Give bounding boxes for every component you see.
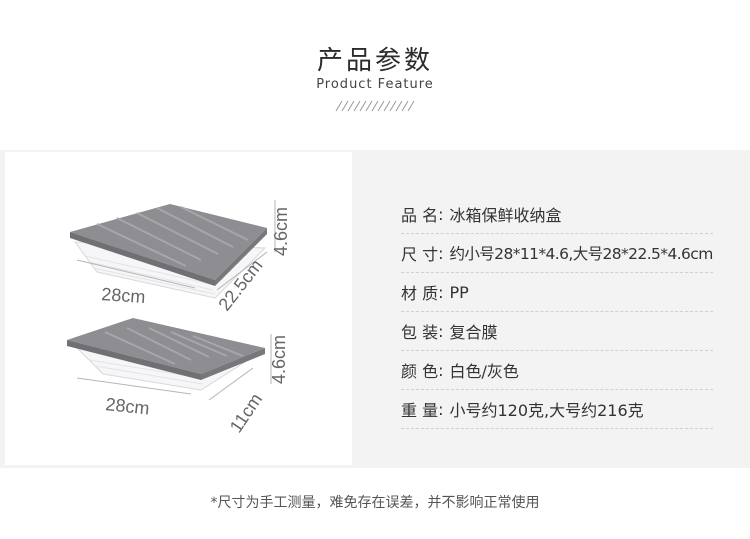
spec-label: 材 质 <box>401 284 439 303</box>
spec-separator: : <box>438 399 444 419</box>
large-length-label: 28cm <box>101 284 146 307</box>
measurement-footnote: *尺寸为手工测量，难免存在误差，并不影响正常使用 <box>210 495 540 511</box>
spec-label: 重 量 <box>401 401 439 420</box>
large-height-label: 4.6cm <box>271 207 291 256</box>
spec-row-size: 尺 寸 : 约小号28*11*4.6,大号28*22.5*4.6cm <box>401 234 713 273</box>
spec-label: 品 名 <box>401 206 439 225</box>
spec-separator: : <box>438 243 444 263</box>
hatch-divider <box>335 100 415 112</box>
small-length-label: 28cm <box>105 394 151 418</box>
small-width-label: 11cm <box>226 390 266 437</box>
section-subtitle: Product Feature <box>316 77 434 92</box>
spec-row-material: 材 质 : PP <box>401 273 713 312</box>
spec-label: 尺 寸 <box>401 245 439 264</box>
large-storage-box <box>70 200 276 299</box>
spec-row-color: 颜 色 : 白色/灰色 <box>401 351 713 390</box>
spec-value: 小号约120克,大号约216克 <box>449 401 644 420</box>
spec-label: 颜 色 <box>401 362 439 381</box>
spec-label: 包 装 <box>401 323 439 342</box>
spec-value: 复合膜 <box>449 323 498 342</box>
spec-value: PP <box>449 282 469 302</box>
section-title: 产品参数 <box>316 46 433 76</box>
spec-separator: : <box>438 204 444 224</box>
spec-separator: : <box>438 321 444 341</box>
small-storage-box <box>67 318 272 401</box>
spec-value: 约小号28*11*4.6,大号28*22.5*4.6cm <box>449 245 713 263</box>
spec-row-name: 品 名 : 冰箱保鲜收纳盒 <box>401 195 713 234</box>
spec-list: 品 名 : 冰箱保鲜收纳盒 尺 寸 : 约小号28*11*4.6,大号28*22… <box>401 195 713 429</box>
spec-value: 冰箱保鲜收纳盒 <box>449 206 562 225</box>
spec-row-weight: 重 量 : 小号约120克,大号约216克 <box>401 390 713 429</box>
spec-separator: : <box>438 360 444 380</box>
spec-row-packaging: 包 装 : 复合膜 <box>401 312 713 351</box>
small-height-label: 4.6cm <box>269 335 289 384</box>
spec-separator: : <box>438 282 444 302</box>
spec-value: 白色/灰色 <box>449 362 519 381</box>
product-image: 28cm 22.5cm 4.6cm 28cm 11cm 4.6cm <box>5 152 352 465</box>
